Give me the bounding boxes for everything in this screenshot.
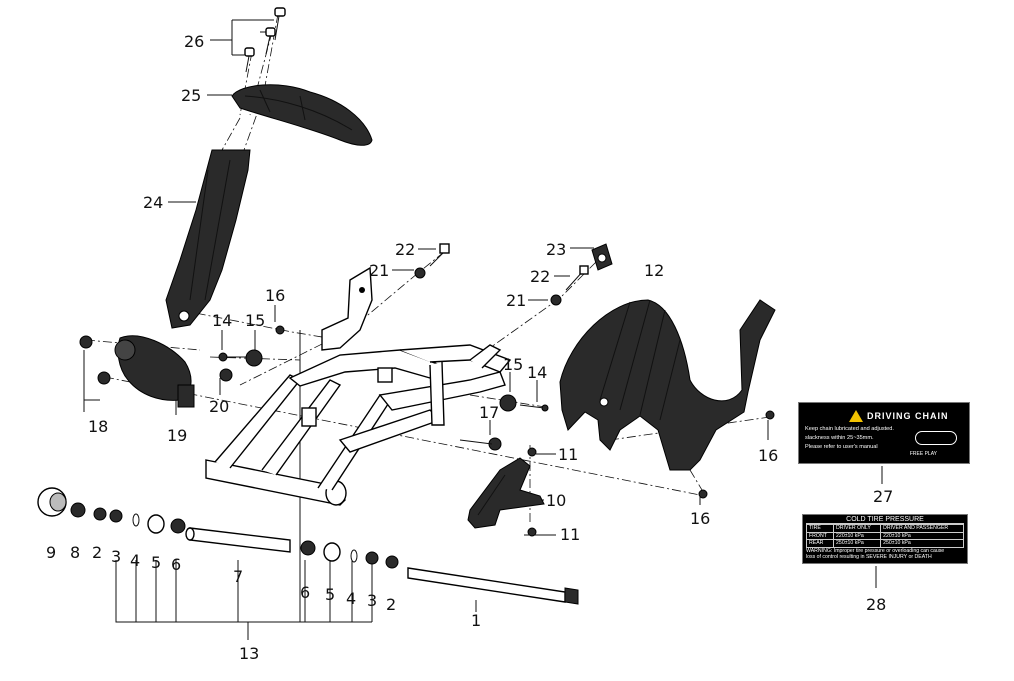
callout-16-top: 16 — [265, 286, 285, 305]
chain-sketch-icon — [915, 431, 957, 445]
callout-16-right: 16 — [758, 446, 778, 465]
callout-17: 17 — [479, 403, 499, 422]
sleeve-7 — [189, 527, 291, 553]
callout-10: 10 — [546, 491, 566, 510]
bolt-22-left — [414, 243, 450, 279]
tire-warning-line2: loss of control resulting in SEVERE INJU… — [806, 554, 932, 561]
chain-guide-10 — [467, 457, 545, 529]
table-row: REAR 250±10 kPa 250±10 kPa — [805, 539, 964, 548]
callout-15-left: 15 — [245, 311, 265, 330]
callout-21-left: 21 — [369, 261, 389, 280]
tire-decal-title: COLD TIRE PRESSURE — [806, 516, 964, 524]
callout-27: 27 — [873, 487, 893, 506]
decal-chain-title: DRIVING CHAIN — [867, 411, 949, 421]
chain-guard-cover-25 — [231, 84, 373, 146]
table-row: FRONT 220±10 kPa 220±10 kPa — [805, 531, 964, 541]
callout-numbers: 26 25 24 22 21 23 22 21 12 16 14 15 15 1… — [46, 32, 893, 663]
callout-23: 23 — [546, 240, 566, 259]
callout-26: 26 — [184, 32, 204, 51]
callout-1: 1 — [471, 611, 481, 630]
callout-2-left: 2 — [92, 543, 102, 562]
rear-hugger-12 — [559, 299, 776, 471]
callout-2-right: 2 — [386, 595, 396, 614]
shock-absorber-19 — [114, 335, 195, 408]
bracket-23 — [550, 243, 613, 306]
bearing-stack-right — [300, 540, 399, 569]
tire-warning-line1: WARNING: Improper tire pressure or overl… — [806, 547, 945, 554]
chain-slider-24 — [165, 149, 251, 329]
callout-3-left: 3 — [111, 547, 121, 566]
callout-11-bottom: 11 — [560, 525, 580, 544]
callout-13: 13 — [239, 644, 259, 663]
swingarm-frame — [205, 344, 512, 506]
decal-chain-line1: Keep chain lubricated and adjusted. — [805, 426, 894, 432]
callout-4-left: 4 — [130, 551, 140, 570]
callout-7: 7 — [233, 567, 243, 586]
callout-14-left: 14 — [212, 311, 232, 330]
callout-14-right: 14 — [527, 363, 547, 382]
callout-21-right: 21 — [506, 291, 526, 310]
callout-5-left: 5 — [151, 553, 161, 572]
bolt-26 — [244, 7, 286, 73]
callout-19: 19 — [167, 426, 187, 445]
decal-chain-line2: slackness within 25~35mm. — [805, 435, 874, 441]
decal-free-play: FREE PLAY — [909, 451, 937, 457]
warning-triangle-icon — [849, 410, 863, 422]
callout-9: 9 — [46, 543, 56, 562]
callout-18: 18 — [88, 417, 108, 436]
driving-chain-decal: DRIVING CHAIN Keep chain lubricated and … — [798, 402, 970, 464]
leader-lines — [83, 13, 883, 640]
tire-pressure-decal: COLD TIRE PRESSURE TIRE DRIVER ONLY DRIV… — [802, 514, 968, 564]
tire-pressure-table: TIRE DRIVER ONLY DRIVER AND PASSENGER FR… — [805, 524, 964, 548]
callout-6-left: 6 — [171, 555, 181, 574]
callout-16-bottom: 16 — [690, 509, 710, 528]
callout-5-right: 5 — [325, 585, 335, 604]
bearing-stack-left — [37, 487, 186, 534]
callout-22-right: 22 — [530, 267, 550, 286]
axle-1 — [407, 567, 566, 603]
callout-11-top: 11 — [558, 445, 578, 464]
callout-3-right: 3 — [367, 591, 377, 610]
callout-24: 24 — [143, 193, 163, 212]
callout-20: 20 — [209, 397, 229, 416]
callout-25: 25 — [181, 86, 201, 105]
callout-8: 8 — [70, 543, 80, 562]
callout-4-right: 4 — [346, 589, 356, 608]
callout-15-right: 15 — [503, 355, 523, 374]
callout-22-left: 22 — [395, 240, 415, 259]
callout-6-right: 6 — [300, 583, 310, 602]
callout-12: 12 — [644, 261, 664, 280]
callout-28: 28 — [866, 595, 886, 614]
table-row: TIRE DRIVER ONLY DRIVER AND PASSENGER — [805, 524, 964, 533]
decal-chain-line3: Please refer to user's manual — [805, 444, 878, 450]
